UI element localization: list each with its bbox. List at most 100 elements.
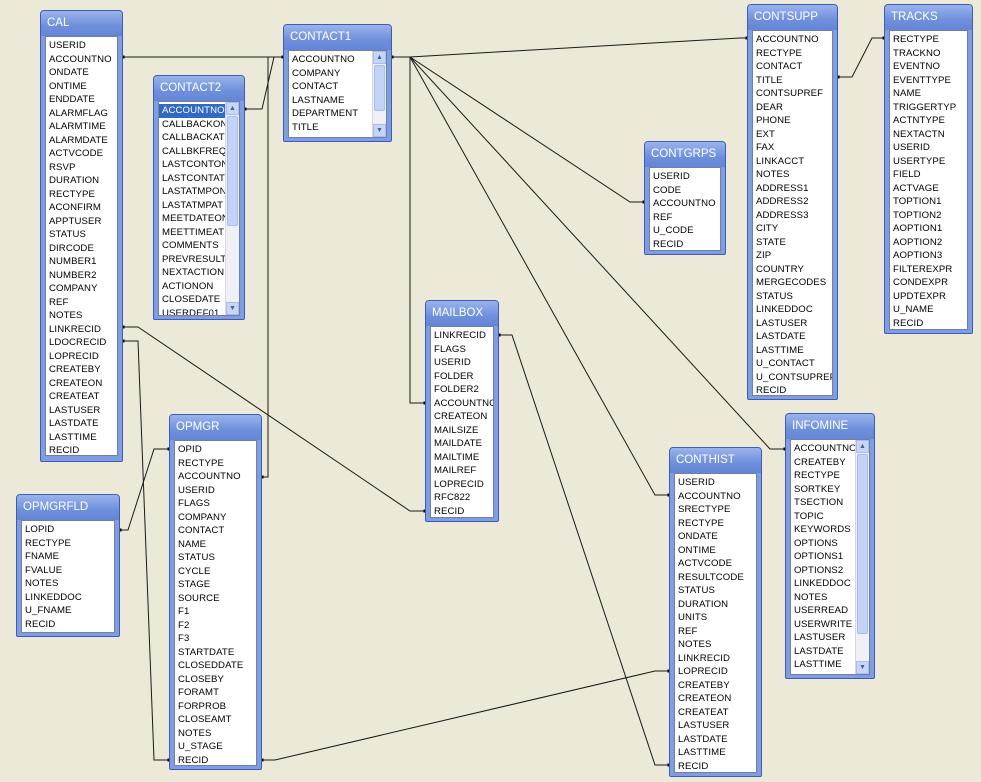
field-row[interactable]: LINKACCT <box>756 155 805 167</box>
field-row[interactable]: EVENTTYPE <box>893 74 951 86</box>
field-row[interactable]: LASTATMPAT <box>162 199 224 211</box>
table-title[interactable]: OPMGR <box>170 415 261 440</box>
field-row[interactable]: FNAME <box>25 551 60 562</box>
table-title[interactable]: OPMGRFLD <box>17 495 119 520</box>
field-row[interactable]: STARTDATE <box>178 646 235 658</box>
relationship-line[interactable] <box>262 56 283 478</box>
field-row[interactable]: U_FNAME <box>25 605 72 616</box>
scroll-down-icon[interactable]: ▼ <box>226 302 239 315</box>
field-row[interactable]: CREATEBY <box>794 456 846 468</box>
field-row[interactable]: USERID <box>653 171 690 182</box>
field-row[interactable]: STATUS <box>678 585 716 596</box>
field-row[interactable]: LASTTIME <box>678 747 726 758</box>
field-row[interactable]: LDOCRECID <box>49 337 107 348</box>
field-row[interactable]: TITLE <box>756 74 783 86</box>
field-row[interactable]: FILTEREXPR <box>893 263 953 275</box>
field-row[interactable]: U_CODE <box>653 225 694 236</box>
field-row[interactable]: COMPANY <box>178 511 227 523</box>
field-row[interactable]: ONDATE <box>49 67 89 78</box>
field-row[interactable]: RECID <box>893 317 924 329</box>
field-row[interactable]: USERID <box>434 357 471 368</box>
field-row[interactable]: EXT <box>756 128 775 140</box>
field-row[interactable]: USERID <box>678 477 715 488</box>
field-row[interactable]: OPTIONS <box>794 537 838 549</box>
field-row[interactable]: NOTES <box>678 639 712 650</box>
relationship-line[interactable] <box>262 670 669 761</box>
field-row[interactable]: FOLDER <box>434 370 474 382</box>
field-row[interactable]: LOPID <box>25 524 55 535</box>
field-row[interactable]: SRECTYPE <box>678 504 731 515</box>
field-row[interactable]: APPTUSER <box>49 215 102 227</box>
field-row[interactable]: NEXTACTION <box>162 267 225 278</box>
field-row[interactable]: RECID <box>178 754 209 766</box>
field-row[interactable]: LASTTIME <box>756 344 804 356</box>
field-row[interactable]: ACCOUNTNO <box>159 104 226 118</box>
field-row[interactable]: REF <box>653 211 673 223</box>
field-row[interactable]: ACCOUNTNO <box>292 54 355 65</box>
table-title[interactable]: TRACKS <box>885 5 972 30</box>
field-row[interactable]: CLOSEBY <box>178 673 225 685</box>
field-row[interactable]: LASTTIME <box>794 659 842 670</box>
field-row[interactable]: ADDRESS2 <box>756 196 809 207</box>
field-row[interactable]: U_CONTACT <box>756 358 815 369</box>
field-row[interactable]: RECTYPE <box>678 517 725 529</box>
field-row[interactable]: CONTACT <box>756 61 803 72</box>
field-row[interactable]: RECTYPE <box>49 188 96 200</box>
field-row[interactable]: FORPROB <box>178 700 227 712</box>
field-row[interactable]: ACTVAGE <box>893 182 939 194</box>
table-title[interactable]: CONTGRPS <box>645 142 725 167</box>
field-row[interactable]: NOTES <box>756 169 790 180</box>
field-row[interactable]: RECTYPE <box>178 457 225 469</box>
field-row[interactable]: DEAR <box>756 101 784 113</box>
field-row[interactable]: ACTNTYPE <box>893 115 945 126</box>
field-row[interactable]: LINKEDDOC <box>756 304 813 315</box>
field-row[interactable]: TITLE <box>292 121 319 133</box>
field-row[interactable]: AOPTION1 <box>893 223 943 234</box>
field-row[interactable]: ADDRESS1 <box>756 182 809 194</box>
field-row[interactable]: CREATEON <box>49 377 103 389</box>
table-title[interactable]: CONTACT1 <box>284 25 391 50</box>
field-row[interactable]: NEXTACTN <box>893 128 945 140</box>
field-row[interactable]: F3 <box>178 633 190 644</box>
field-row[interactable]: LASTDATE <box>756 331 806 342</box>
field-row[interactable]: MEETTIMEAT <box>162 226 225 238</box>
field-row[interactable]: CREATEAT <box>678 706 729 718</box>
field-row[interactable]: CONDEXPR <box>893 277 949 288</box>
field-row[interactable]: ONTIME <box>49 80 87 92</box>
field-row[interactable]: RECID <box>756 385 787 396</box>
field-row[interactable]: CREATEBY <box>49 364 101 375</box>
field-row[interactable]: OPTIONS2 <box>794 564 844 576</box>
relationship-line[interactable] <box>392 56 644 203</box>
field-row[interactable]: CONTACT <box>292 81 339 92</box>
field-row[interactable]: KEYWORDS <box>794 524 851 535</box>
field-row[interactable]: TRIGGERTYP <box>893 101 957 113</box>
field-row[interactable]: SOURCE <box>178 592 220 604</box>
field-row[interactable]: UNITS <box>678 612 708 623</box>
field-row[interactable]: ACCOUNTNO <box>49 53 112 65</box>
field-row[interactable]: LINKEDDOC <box>794 578 851 589</box>
field-row[interactable]: ALARMDATE <box>49 134 108 146</box>
table-title[interactable]: CONTHIST <box>670 448 761 473</box>
field-row[interactable]: U_NAME <box>893 304 934 315</box>
relationship-line[interactable] <box>499 334 669 766</box>
field-row[interactable]: UPDTEXPR <box>893 290 947 302</box>
field-row[interactable]: DIRCODE <box>49 242 94 254</box>
table-title[interactable]: CAL <box>41 11 122 36</box>
field-row[interactable]: RESULTCODE <box>678 571 744 583</box>
field-row[interactable]: RECID <box>49 445 80 456</box>
field-row[interactable]: ACCOUNTNO <box>794 443 857 454</box>
field-row[interactable]: USERID <box>178 484 215 496</box>
field-row[interactable]: ENDDATE <box>49 94 95 105</box>
